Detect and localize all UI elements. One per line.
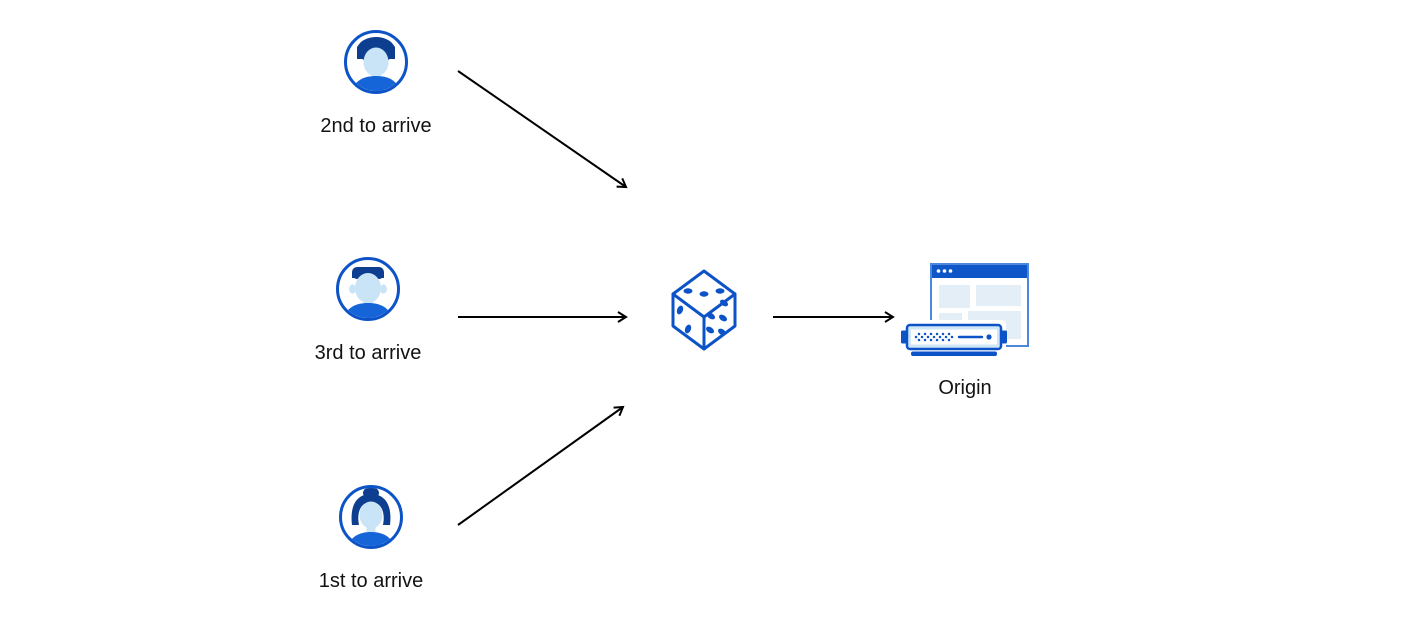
node-user-third: 3rd to arrive (294, 256, 442, 363)
user-male-avatar-icon (336, 257, 400, 321)
arrow-second-to-dice (457, 70, 628, 189)
server-icon (900, 320, 1007, 356)
node-label: 1st to arrive (318, 570, 424, 592)
node-user-first: 1st to arrive (297, 484, 445, 591)
server-vent-dots (914, 332, 953, 342)
server-indicator-light (985, 334, 992, 340)
dice-icon (671, 269, 737, 351)
node-user-second: 2nd to arrive (302, 29, 450, 136)
node-label: 2nd to arrive (320, 115, 432, 137)
node-label: Origin (938, 377, 992, 399)
node-origin: Origin (895, 261, 1035, 398)
arrow-first-to-dice (457, 405, 625, 526)
user-male-avatar-icon (344, 30, 408, 94)
node-label: 3rd to arrive (314, 342, 422, 364)
user-female-avatar-icon (339, 485, 403, 549)
node-randomizer (668, 268, 740, 352)
origin-server-browser-icon (900, 263, 1029, 356)
